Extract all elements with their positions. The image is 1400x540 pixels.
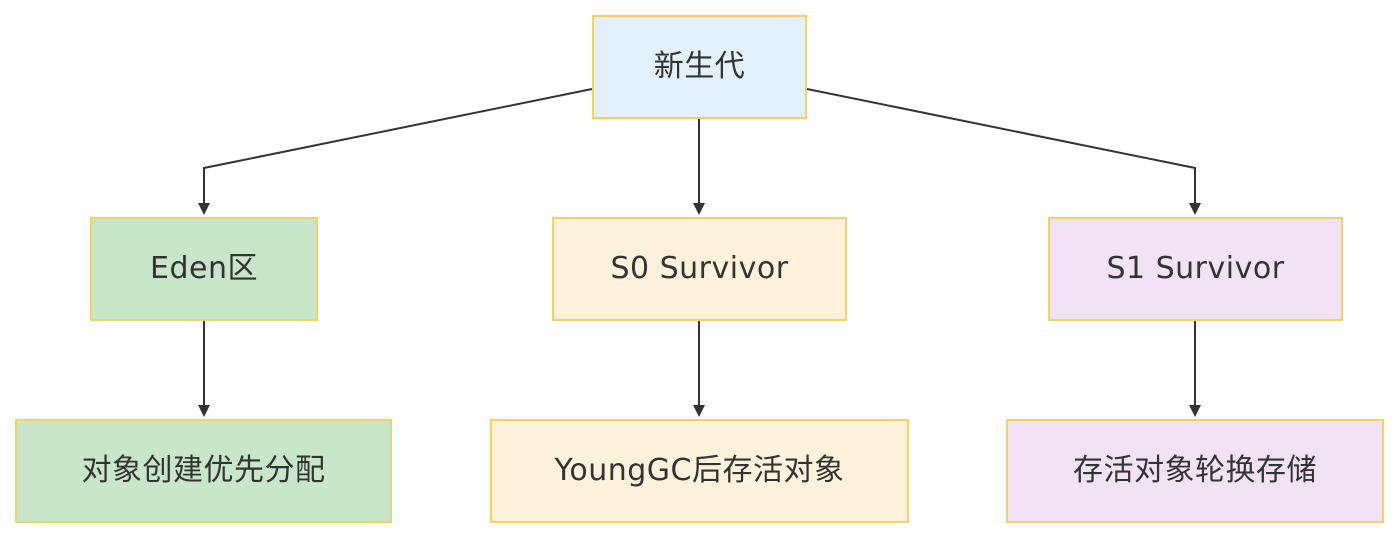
edge-root-to-eden: [198, 88, 593, 215]
node-young-generation: 新生代: [592, 15, 807, 119]
node-label: Eden区: [150, 251, 258, 286]
node-s1-description: 存活对象轮换存储: [1006, 419, 1384, 523]
node-label: S1 Survivor: [1106, 251, 1285, 286]
node-s1-survivor: S1 Survivor: [1048, 217, 1343, 321]
node-s0-description: YoungGC后存活对象: [490, 419, 909, 523]
node-eden: Eden区: [90, 217, 318, 321]
node-label: 新生代: [653, 49, 746, 84]
node-label: S0 Survivor: [610, 251, 789, 286]
node-label: 存活对象轮换存储: [1073, 453, 1317, 488]
edge-root-to-s1: [806, 88, 1201, 215]
node-label: 对象创建优先分配: [81, 453, 326, 488]
node-eden-description: 对象创建优先分配: [15, 419, 392, 523]
node-label: YoungGC后存活对象: [554, 453, 845, 488]
node-s0-survivor: S0 Survivor: [552, 217, 847, 321]
